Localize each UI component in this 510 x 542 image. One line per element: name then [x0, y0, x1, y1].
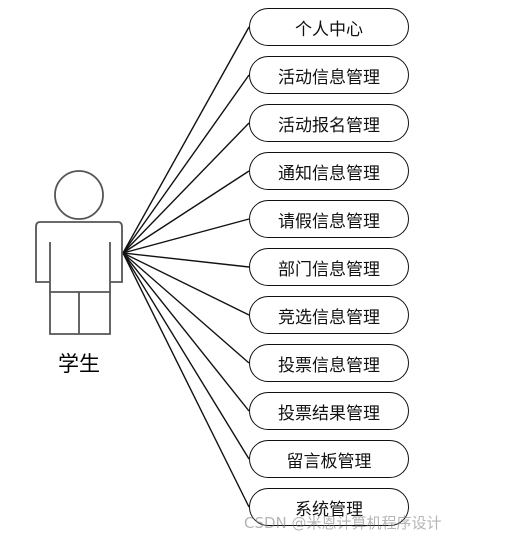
use-case-6: 部门信息管理	[249, 248, 409, 286]
use-case-9: 投票结果管理	[249, 392, 409, 430]
connector-6	[122, 252, 250, 268]
connector-5	[122, 218, 250, 254]
use-case-3: 活动报名管理	[249, 104, 409, 142]
connector-3	[122, 122, 250, 254]
connector-7	[122, 252, 250, 316]
use-case-8: 投票信息管理	[249, 344, 409, 382]
connector-lines	[122, 26, 250, 508]
connector-9	[122, 252, 250, 412]
connector-11	[122, 252, 250, 508]
connector-8	[122, 252, 250, 364]
use-case-2: 活动信息管理	[249, 56, 409, 94]
use-case-10: 留言板管理	[249, 440, 409, 478]
use-case-11: 系统管理	[249, 488, 409, 526]
actor-head	[54, 170, 104, 220]
actor-label: 学生	[58, 352, 100, 376]
use-case-1: 个人中心	[249, 8, 409, 46]
actor-figure	[35, 170, 123, 335]
watermark: CSDN @米恩计算机程序设计	[244, 514, 442, 532]
connector-1	[122, 26, 250, 254]
connector-4	[122, 170, 250, 254]
use-case-4: 通知信息管理	[249, 152, 409, 190]
use-case-7: 竞选信息管理	[249, 296, 409, 334]
actor-body	[35, 221, 123, 335]
connector-10	[122, 252, 250, 460]
connector-2	[122, 74, 250, 254]
use-case-5: 请假信息管理	[249, 200, 409, 238]
